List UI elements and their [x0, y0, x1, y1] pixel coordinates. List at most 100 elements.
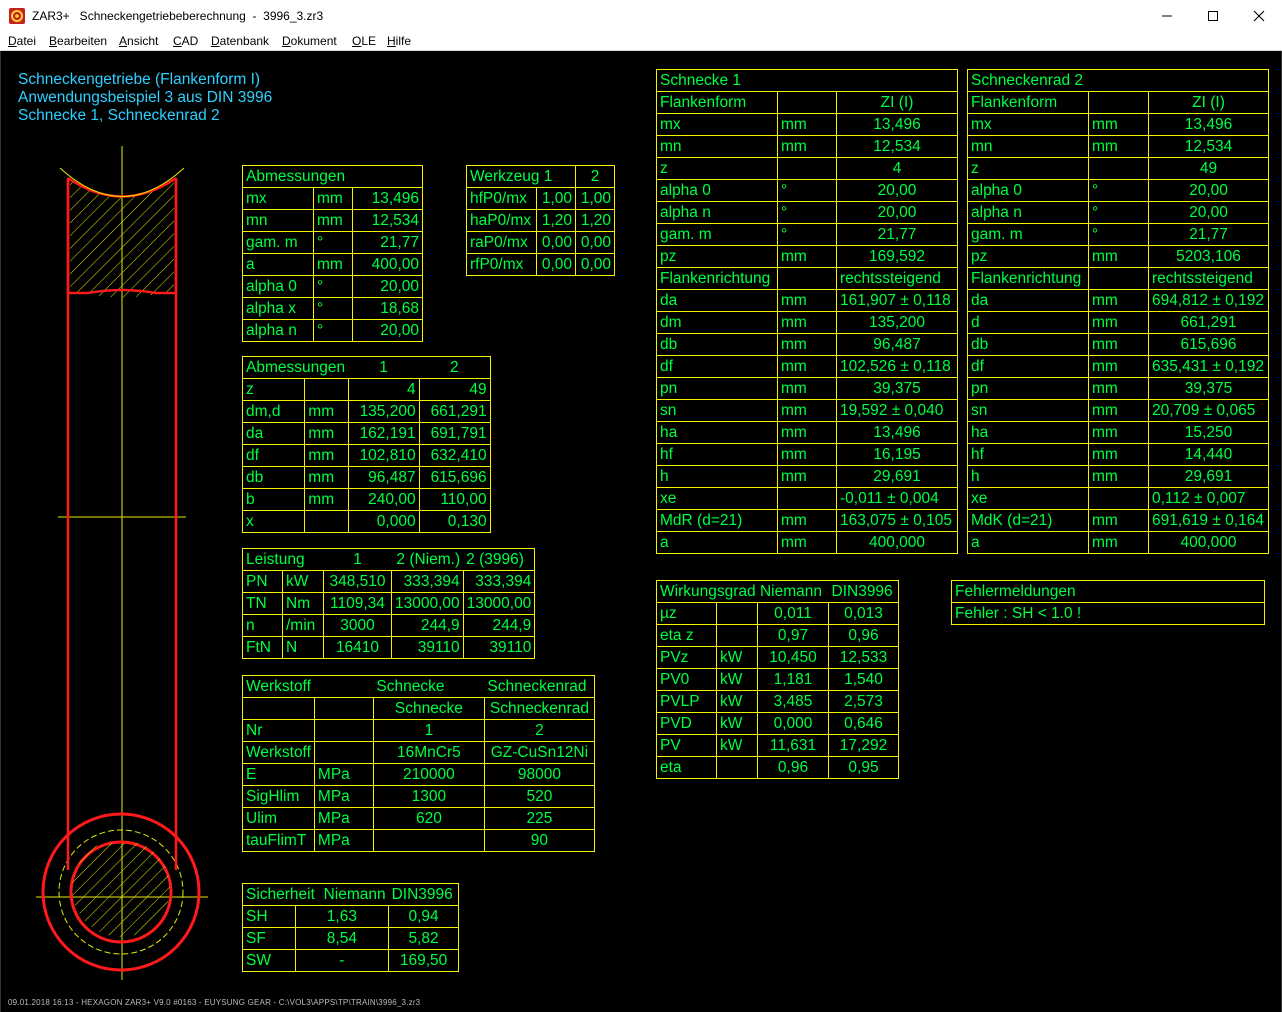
table-cell: 18,68: [352, 297, 423, 320]
table-cell: alpha 0: [242, 275, 314, 298]
table-cell: kW: [716, 734, 758, 757]
table-cell: Flankenrichtung: [656, 267, 778, 290]
menu-cad[interactable]: CAD: [173, 34, 199, 48]
table-cell: 400,000: [1148, 531, 1269, 554]
table-title: Fehlermeldungen: [951, 580, 1265, 603]
menu-datei[interactable]: Datei: [8, 34, 37, 48]
table-cell: mm: [777, 377, 837, 400]
error-message: Fehler : SH < 1.0 !: [951, 602, 1265, 625]
table-cell: 20,00: [1148, 179, 1269, 202]
menu-hilfe[interactable]: Hilfe: [387, 34, 412, 48]
minimize-button[interactable]: [1144, 0, 1190, 32]
table-cell: df: [241, 444, 306, 467]
table-cell: pz: [656, 245, 778, 268]
table-cell: 0,112 ± 0,007: [1148, 487, 1269, 510]
table-cell: z: [241, 378, 306, 401]
menu-ansicht[interactable]: Ansicht: [119, 34, 159, 48]
table-cell: mm: [777, 289, 837, 312]
table-cell: mm: [1088, 465, 1149, 488]
table-title: Abmessungen: [242, 165, 423, 188]
table-cell: mm: [777, 355, 837, 378]
table-cell: Schnecke: [372, 697, 485, 720]
table-cell: [716, 624, 758, 647]
table-cell: mm: [304, 400, 349, 423]
table-cell: alpha 0: [967, 179, 1089, 202]
table-row: gam. m°21,77: [242, 231, 423, 254]
table-cell: dm,d: [241, 400, 306, 423]
table-cell: 244,9: [462, 614, 536, 637]
table-cell: db: [967, 333, 1089, 356]
table-cell: 169,592: [836, 245, 958, 268]
table-cell: mm: [1088, 377, 1149, 400]
table-cell: MPa: [313, 763, 374, 786]
menu-dokument[interactable]: Dokument: [282, 34, 337, 48]
table-cell: [1088, 267, 1149, 290]
menu-datenbank[interactable]: Datenbank: [211, 34, 270, 48]
table-cell: 0,00: [536, 253, 576, 276]
table-cell: mm: [777, 311, 837, 334]
close-button[interactable]: [1236, 0, 1282, 32]
table-cell: mm: [304, 488, 349, 511]
table-cell: sn: [656, 399, 778, 422]
table-title: Schneckenrad 2: [967, 69, 1269, 92]
table-cell: mm: [777, 399, 837, 422]
table-cell: 14,440: [1148, 443, 1269, 466]
table-cell: 12,533: [828, 646, 899, 669]
table-cell: SW: [242, 949, 296, 972]
table-cell: mm: [313, 209, 353, 232]
table-cell: 102,526 ± 0,118: [836, 355, 958, 378]
table-cell: 135,200: [836, 311, 958, 334]
heading-line-2: Anwendungsbeispiel 3 aus DIN 3996: [18, 89, 273, 106]
table-cell: °: [777, 201, 837, 224]
table-cell: PVLP: [656, 690, 717, 713]
menu-bearbeiten[interactable]: Bearbeiten: [49, 34, 108, 48]
table-cell: 0,011: [757, 602, 829, 625]
table-cell: 39,375: [1148, 377, 1269, 400]
status-footer: 09.01.2018 16:13 - HEXAGON ZAR3+ V9.0 #0…: [8, 998, 421, 1007]
table-cell: [313, 697, 374, 720]
table-cell: eta z: [656, 624, 717, 647]
table-cell: mn: [656, 135, 778, 158]
table-cell: 4: [347, 378, 420, 401]
table-cell: mm: [1088, 289, 1149, 312]
table-cell: mm: [1088, 531, 1149, 554]
table-cell: z: [656, 157, 778, 180]
table-cell: Flankenform: [656, 91, 778, 114]
maximize-button[interactable]: [1190, 0, 1236, 32]
table-cell: 348,510: [323, 570, 392, 593]
menu-ole[interactable]: OLE: [352, 34, 377, 48]
table-cell: mm: [777, 135, 837, 158]
table-cell: Flankenrichtung: [967, 267, 1089, 290]
table-cell: ZI (I): [836, 91, 958, 114]
window-title: ZAR3+ Schneckengetriebeberechnung - 3996…: [32, 9, 324, 23]
table-cell: 1109,34: [323, 592, 392, 615]
table-cell: alpha n: [967, 201, 1089, 224]
table-cell: SF: [242, 927, 296, 950]
table-cell: 1: [372, 719, 485, 742]
table-cell: 225: [483, 807, 595, 830]
col-header-1: Schnecke: [373, 675, 485, 698]
table-cell: kW: [282, 570, 324, 593]
table-cell: 0,000: [757, 712, 829, 735]
